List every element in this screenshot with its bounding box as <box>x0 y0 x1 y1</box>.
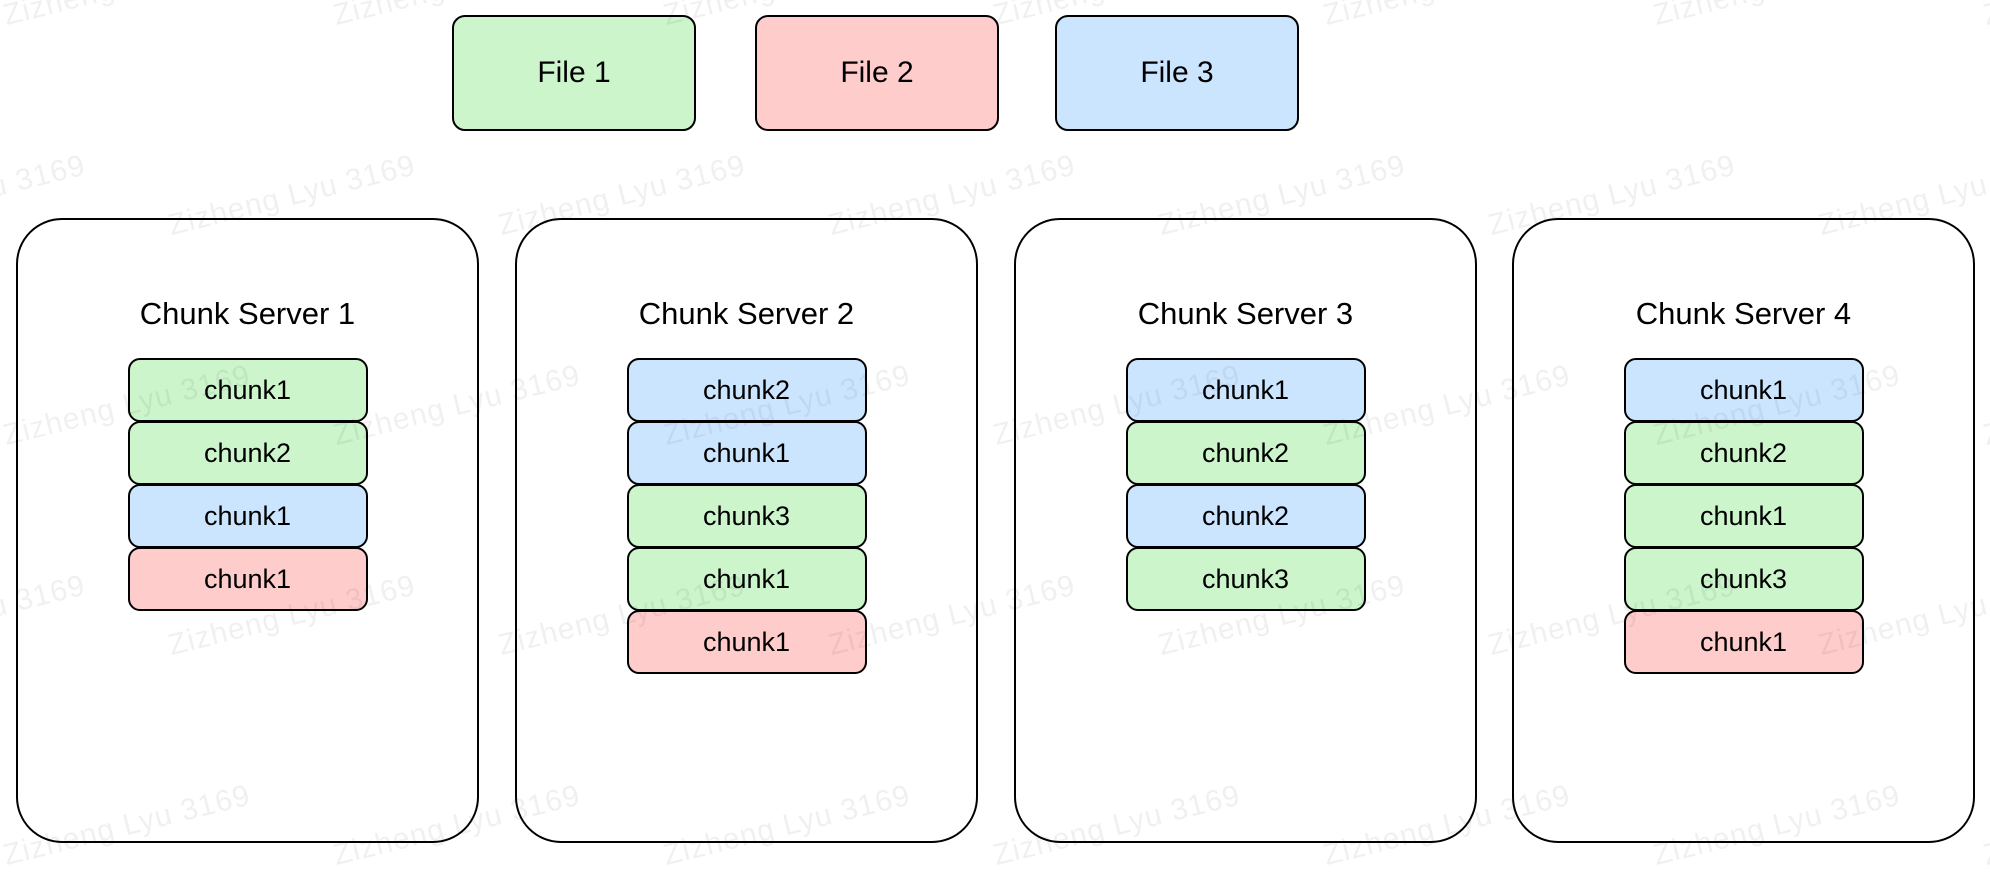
chunk-box[interactable]: chunk1 <box>127 358 368 422</box>
chunk-server-3[interactable]: Chunk Server 3 chunk1 chunk2 chunk2 chunk3 <box>1014 218 1477 843</box>
chunk-box[interactable]: chunk1 <box>626 421 867 485</box>
chunk-stack-2: chunk2 chunk1 chunk3 chunk1 chunk1 <box>626 358 867 674</box>
chunk-box[interactable]: chunk2 <box>626 358 867 422</box>
chunk-box-label: chunk1 <box>702 626 791 657</box>
chunk-box-label: chunk2 <box>1201 437 1290 468</box>
file-row: File 1 File 2 File 3 <box>0 15 1990 131</box>
chunk-box-label: chunk1 <box>203 563 292 594</box>
chunk-box[interactable]: chunk3 <box>1125 547 1366 611</box>
file-box-3-label: File 3 <box>1140 56 1214 89</box>
chunk-box[interactable]: chunk3 <box>1623 547 1864 611</box>
chunk-box[interactable]: chunk2 <box>127 421 368 485</box>
chunk-box-label: chunk1 <box>702 437 791 468</box>
chunk-box-label: chunk1 <box>1699 374 1788 405</box>
chunk-box-label: chunk1 <box>702 563 791 594</box>
chunk-box-label: chunk3 <box>1699 563 1788 594</box>
chunk-box[interactable]: chunk1 <box>626 610 867 674</box>
chunk-box-label: chunk1 <box>1699 500 1788 531</box>
chunk-box[interactable]: chunk1 <box>1623 610 1864 674</box>
chunk-server-1-title: Chunk Server 1 <box>139 296 356 331</box>
chunk-box-label: chunk2 <box>702 374 791 405</box>
chunk-server-2-title: Chunk Server 2 <box>638 296 855 331</box>
chunk-box-label: chunk3 <box>702 500 791 531</box>
chunk-box[interactable]: chunk1 <box>626 547 867 611</box>
file-box-2[interactable]: File 2 <box>755 15 999 131</box>
chunk-box[interactable]: chunk1 <box>1623 484 1864 548</box>
file-box-1-label: File 1 <box>537 56 611 89</box>
chunk-box[interactable]: chunk3 <box>626 484 867 548</box>
chunk-stack-1: chunk1 chunk2 chunk1 chunk1 <box>127 358 368 611</box>
chunk-box-label: chunk1 <box>1201 374 1290 405</box>
chunk-box[interactable]: chunk1 <box>127 484 368 548</box>
file-box-1[interactable]: File 1 <box>452 15 696 131</box>
chunk-box[interactable]: chunk2 <box>1125 421 1366 485</box>
chunk-box[interactable]: chunk2 <box>1623 421 1864 485</box>
chunk-box[interactable]: chunk1 <box>1623 358 1864 422</box>
chunk-box-label: chunk1 <box>203 500 292 531</box>
chunk-box-label: chunk1 <box>1699 626 1788 657</box>
chunk-server-4-title: Chunk Server 4 <box>1635 296 1852 331</box>
chunk-box-label: chunk1 <box>203 374 292 405</box>
chunk-box-label: chunk3 <box>1201 563 1290 594</box>
chunk-box[interactable]: chunk1 <box>1125 358 1366 422</box>
chunk-stack-3: chunk1 chunk2 chunk2 chunk3 <box>1125 358 1366 611</box>
file-box-2-label: File 2 <box>840 56 914 89</box>
chunk-server-3-title: Chunk Server 3 <box>1137 296 1354 331</box>
chunk-box[interactable]: chunk1 <box>127 547 368 611</box>
chunk-box-label: chunk2 <box>1699 437 1788 468</box>
chunk-stack-4: chunk1 chunk2 chunk1 chunk3 chunk1 <box>1623 358 1864 674</box>
file-box-3[interactable]: File 3 <box>1055 15 1299 131</box>
chunk-box-label: chunk2 <box>1201 500 1290 531</box>
chunk-box-label: chunk2 <box>203 437 292 468</box>
chunk-box[interactable]: chunk2 <box>1125 484 1366 548</box>
chunk-server-1[interactable]: Chunk Server 1 chunk1 chunk2 chunk1 chunk1 <box>16 218 479 843</box>
